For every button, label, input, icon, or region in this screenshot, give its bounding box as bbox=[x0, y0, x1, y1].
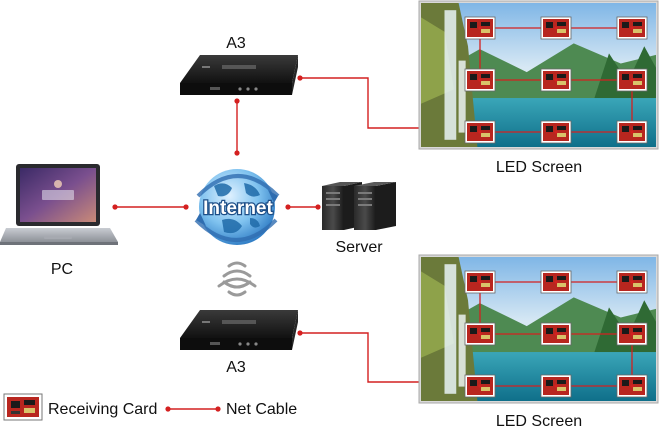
led-screen-bottom bbox=[418, 254, 659, 404]
label-server: Server bbox=[335, 239, 383, 256]
cable-a3-bottom-screen bbox=[300, 332, 443, 383]
legend-net-cable-label: Net Cable bbox=[226, 401, 297, 418]
label-screen-top: LED Screen bbox=[496, 159, 582, 176]
player-box-icon bbox=[180, 55, 298, 95]
receiving-card-icon bbox=[3, 393, 43, 421]
label-device-top: A3 bbox=[226, 35, 246, 52]
receiving-card-icon bbox=[540, 322, 572, 346]
label-device-bottom: A3 bbox=[226, 359, 246, 376]
label-internet: Internet bbox=[203, 198, 273, 219]
player-box-icon bbox=[180, 310, 298, 350]
legend-receiving-card-label: Receiving Card bbox=[48, 401, 157, 418]
globe-icon bbox=[194, 169, 280, 245]
net-cables bbox=[115, 77, 443, 410]
cable-dots bbox=[112, 75, 446, 412]
server-icon bbox=[322, 182, 396, 230]
label-pc: PC bbox=[51, 261, 73, 278]
laptop-icon bbox=[0, 164, 118, 245]
led-screen-top bbox=[418, 0, 659, 150]
legend: Receiving Card Net Cable bbox=[3, 393, 297, 421]
cable-a3-top-screen bbox=[300, 77, 443, 129]
label-screen-bottom: LED Screen bbox=[496, 413, 582, 430]
wireless-icon bbox=[217, 261, 257, 297]
